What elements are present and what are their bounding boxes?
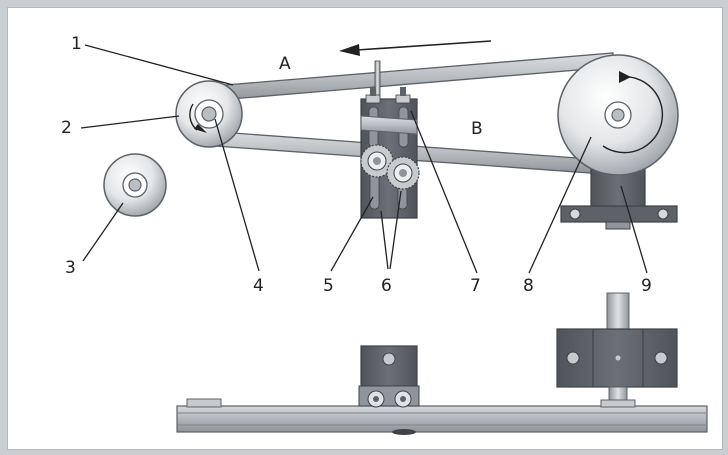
label-4: 4 (253, 276, 264, 296)
leader-6a (380, 210, 389, 270)
leader-3 (82, 202, 124, 262)
motor-lower-shaft (608, 386, 628, 402)
label-b: B (471, 119, 483, 139)
label-9: 9 (641, 276, 652, 296)
label-3: 3 (65, 258, 76, 278)
leader-4 (214, 118, 260, 272)
rail-fastener (392, 429, 416, 435)
motor-flange (600, 399, 636, 408)
drive-pulley (175, 80, 243, 148)
leader-9 (620, 185, 648, 274)
diagram-frame: 1 2 3 4 5 6 7 8 9 A B (7, 7, 723, 450)
arrow-left-icon (339, 40, 492, 56)
side-view (176, 292, 708, 435)
motor-shaft (606, 292, 630, 332)
rotation-arrow-icon (602, 71, 664, 154)
belt-upper-run (200, 52, 614, 102)
label-6: 6 (381, 276, 392, 296)
leader-1 (84, 44, 234, 86)
leader-7 (410, 110, 478, 274)
tensioner-bearings (360, 144, 420, 190)
belt-over-tensioner (360, 115, 418, 135)
leader-8 (528, 136, 592, 274)
tensioner-bolt (382, 352, 396, 366)
leader-5 (330, 196, 374, 272)
spare-pulley (103, 153, 167, 217)
driven-pulley (557, 54, 679, 176)
leader-6b (389, 190, 402, 270)
label-5: 5 (323, 276, 334, 296)
label-1: 1 (71, 34, 82, 54)
label-8: 8 (523, 276, 534, 296)
base-rail (176, 405, 708, 433)
label-a: A (279, 54, 291, 74)
label-7: 7 (470, 276, 481, 296)
rotation-arrow-icon (189, 103, 207, 133)
leader-2 (80, 115, 180, 129)
rail-clamp (186, 398, 222, 408)
label-2: 2 (61, 118, 72, 138)
belt-drive-diagram: 1 2 3 4 5 6 7 8 9 A B (61, 34, 708, 435)
